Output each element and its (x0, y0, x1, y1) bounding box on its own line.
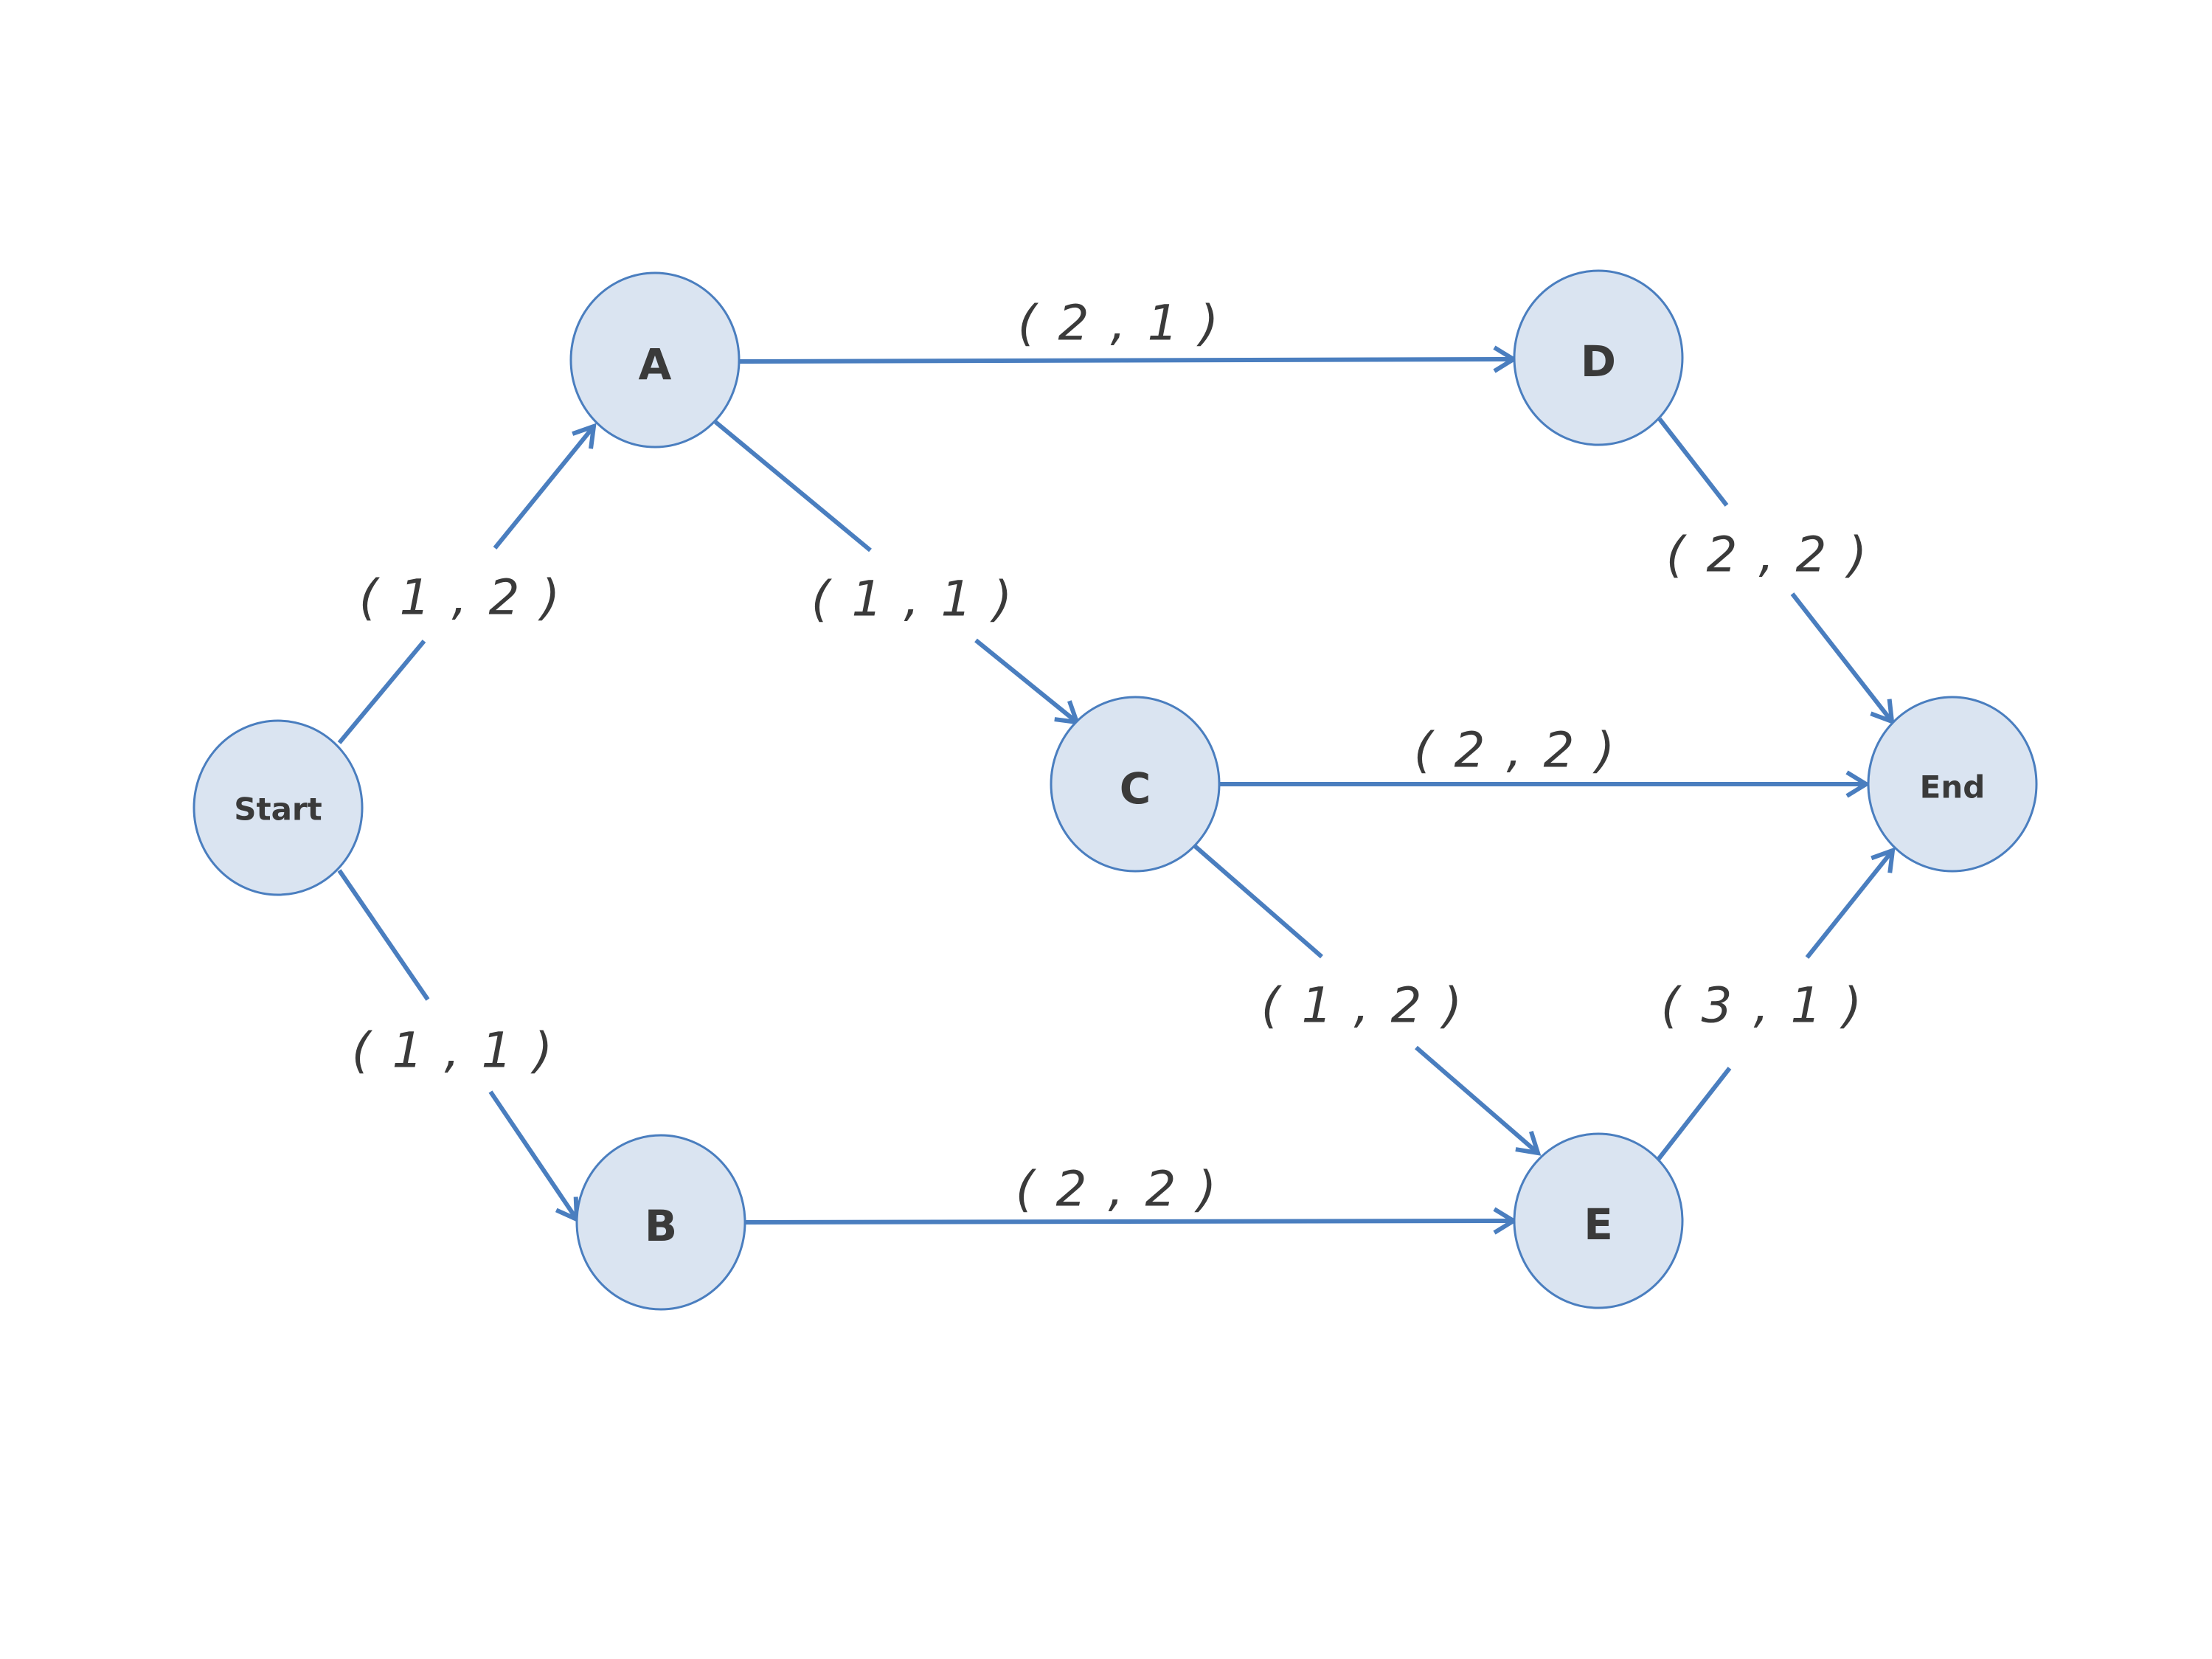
edge-label-start-a: ( 1 , 2 ) (359, 569, 563, 626)
node-label-c: C (1120, 763, 1151, 814)
node-label-a: A (639, 339, 672, 389)
edge-label-a-d: ( 2 , 1 ) (1018, 295, 1221, 352)
node-label-d: D (1581, 336, 1616, 387)
edge-b-e (744, 1207, 1518, 1235)
node-b: B (575, 1134, 746, 1311)
node-label-b: B (645, 1201, 677, 1251)
node-end: End (1867, 696, 2038, 873)
edge-e-end (1656, 847, 1896, 1161)
edge-a-c (714, 420, 1081, 725)
edge-label-c-e: ( 1 , 2 ) (1261, 977, 1465, 1034)
node-label-e: E (1584, 1199, 1613, 1250)
edge-label-c-end: ( 2 , 2 ) (1414, 722, 1618, 779)
edge-label-e-end: ( 3 , 1 ) (1661, 977, 1865, 1034)
node-d: D (1513, 269, 1684, 446)
edge-label-d-end: ( 2 , 2 ) (1666, 527, 1870, 583)
edge-d-end (1657, 418, 1895, 725)
node-label-start: Start (234, 792, 322, 828)
edge-c-e (1193, 844, 1542, 1156)
edge-start-a (337, 423, 597, 744)
edge-label-start-b: ( 1 , 1 ) (352, 1022, 555, 1079)
edge-label-b-e: ( 2 , 2 ) (1016, 1161, 1219, 1218)
node-start: Start (193, 719, 364, 896)
edge-label-a-c: ( 1 , 1 ) (811, 571, 1015, 628)
node-a: A (569, 271, 741, 448)
node-label-end: End (1920, 769, 1986, 806)
node-c: C (1050, 696, 1221, 873)
edge-start-b (337, 869, 580, 1223)
edge-a-d (739, 345, 1518, 373)
node-e: E (1513, 1132, 1684, 1309)
